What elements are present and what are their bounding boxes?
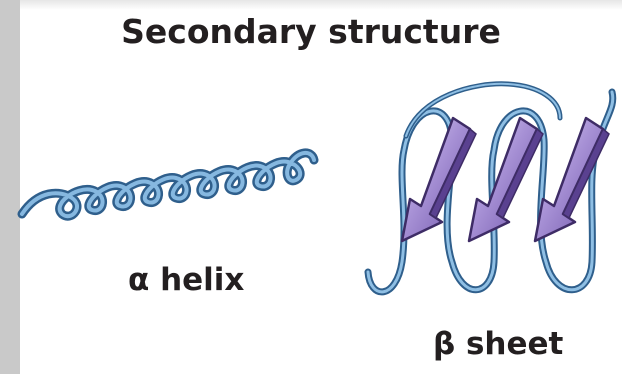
alpha-helix-label: α helix: [128, 262, 244, 298]
beta-sheet-label: β sheet: [433, 326, 563, 362]
alpha-helix-icon: [22, 153, 314, 216]
beta-sheet-icon: [368, 84, 613, 292]
beta-strand-arrow-2: [469, 118, 543, 241]
beta-strand-arrow-1: [402, 118, 476, 241]
